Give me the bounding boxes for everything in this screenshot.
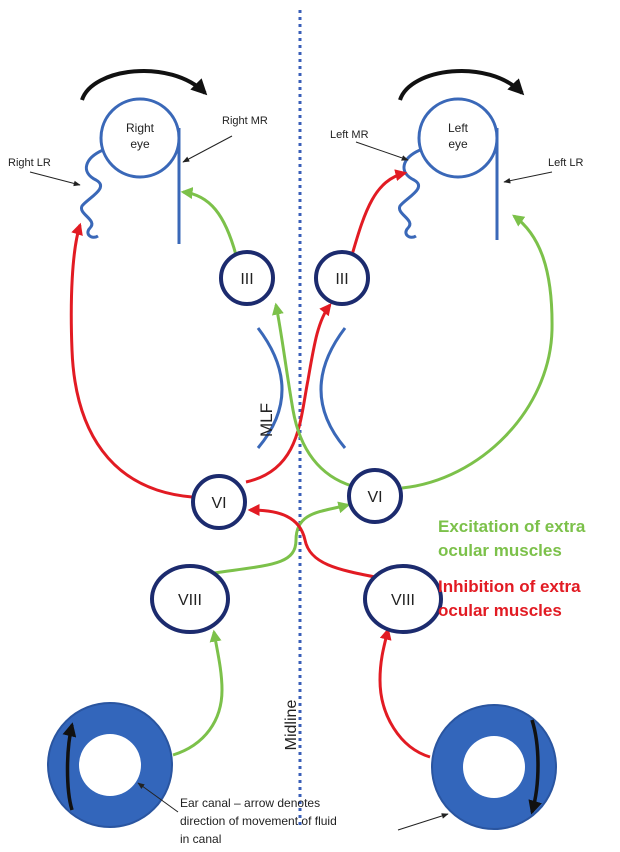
right-ear-canal	[47, 702, 173, 828]
left-viii-nucleus: VIII	[363, 564, 443, 634]
left-eye-label-line1: Left	[448, 121, 469, 135]
left-eye: Left eye	[417, 97, 499, 179]
mlf-bracket-right	[256, 327, 284, 449]
legend-inhibition-line2: ocular muscles	[438, 601, 562, 620]
right-lr-pointer	[29, 171, 81, 187]
path-right-canal-to-right-viii	[172, 629, 224, 757]
right-vi-nucleus: VI	[191, 474, 247, 530]
left-mr-label: Left MR	[330, 129, 369, 141]
right-vi-label: VI	[211, 495, 226, 512]
path-left-viii-to-right-vi	[247, 504, 381, 580]
ear-canal-note-pointer-right	[397, 813, 449, 831]
left-mr-pointer	[355, 141, 409, 161]
right-lr-muscle	[80, 148, 104, 239]
left-mr-muscle	[398, 148, 421, 239]
left-vi-label: VI	[367, 489, 382, 506]
path-right-vi-to-right-lr	[69, 222, 193, 499]
path-left-vi-to-left-lr	[401, 214, 554, 490]
path-right-viii-to-left-vi	[213, 501, 351, 575]
right-eye-rotation-arrow-icon	[80, 69, 208, 101]
left-canal-flow-arrow-icon	[528, 719, 542, 815]
path-left-iii-to-left-mr	[350, 169, 408, 256]
right-mr-label: Right MR	[222, 115, 268, 127]
midline-label: Midline	[283, 700, 300, 751]
ear-canal-note-line2: direction of movement of fluid	[180, 814, 337, 828]
left-vi-nucleus: VI	[347, 468, 403, 524]
right-mr-pointer	[182, 135, 233, 163]
right-viii-nucleus: VIII	[150, 564, 230, 634]
left-lr-pointer	[503, 171, 553, 184]
mlf-bracket-left	[319, 327, 347, 449]
ear-canal-note-pointer-left	[137, 782, 179, 813]
path-left-vi-to-right-iii	[271, 302, 353, 488]
left-eye-rotation-arrow-icon	[398, 69, 525, 101]
right-iii-nucleus: III	[219, 250, 275, 306]
legend-inhibition-line1: Inhibition of extra	[438, 577, 581, 596]
right-eye-label-line2: eye	[130, 137, 150, 151]
left-eye-label-line2: eye	[448, 137, 468, 151]
ear-canal-note-line3: in canal	[180, 832, 221, 846]
ear-canal-note-line1: Ear canal – arrow denotes	[180, 796, 320, 810]
legend-excitation-line1: Excitation of extra	[438, 517, 586, 536]
path-right-iii-to-right-mr	[180, 187, 238, 256]
right-eye: Right eye	[99, 97, 181, 179]
right-eye-label-line1: Right	[126, 121, 155, 135]
left-lr-label: Left LR	[548, 157, 584, 169]
path-left-canal-to-left-viii	[378, 627, 431, 759]
right-lr-label: Right LR	[8, 157, 51, 169]
left-viii-label: VIII	[391, 592, 415, 609]
right-canal-flow-arrow-icon	[62, 722, 77, 811]
left-ear-canal	[431, 704, 557, 830]
mlf-label: MLF	[257, 403, 276, 437]
left-iii-label: III	[335, 271, 348, 288]
path-right-vi-to-left-iii	[245, 303, 332, 484]
right-iii-label: III	[240, 271, 253, 288]
left-iii-nucleus: III	[314, 250, 370, 306]
right-viii-label: VIII	[178, 592, 202, 609]
legend-excitation-line2: ocular muscles	[438, 541, 562, 560]
